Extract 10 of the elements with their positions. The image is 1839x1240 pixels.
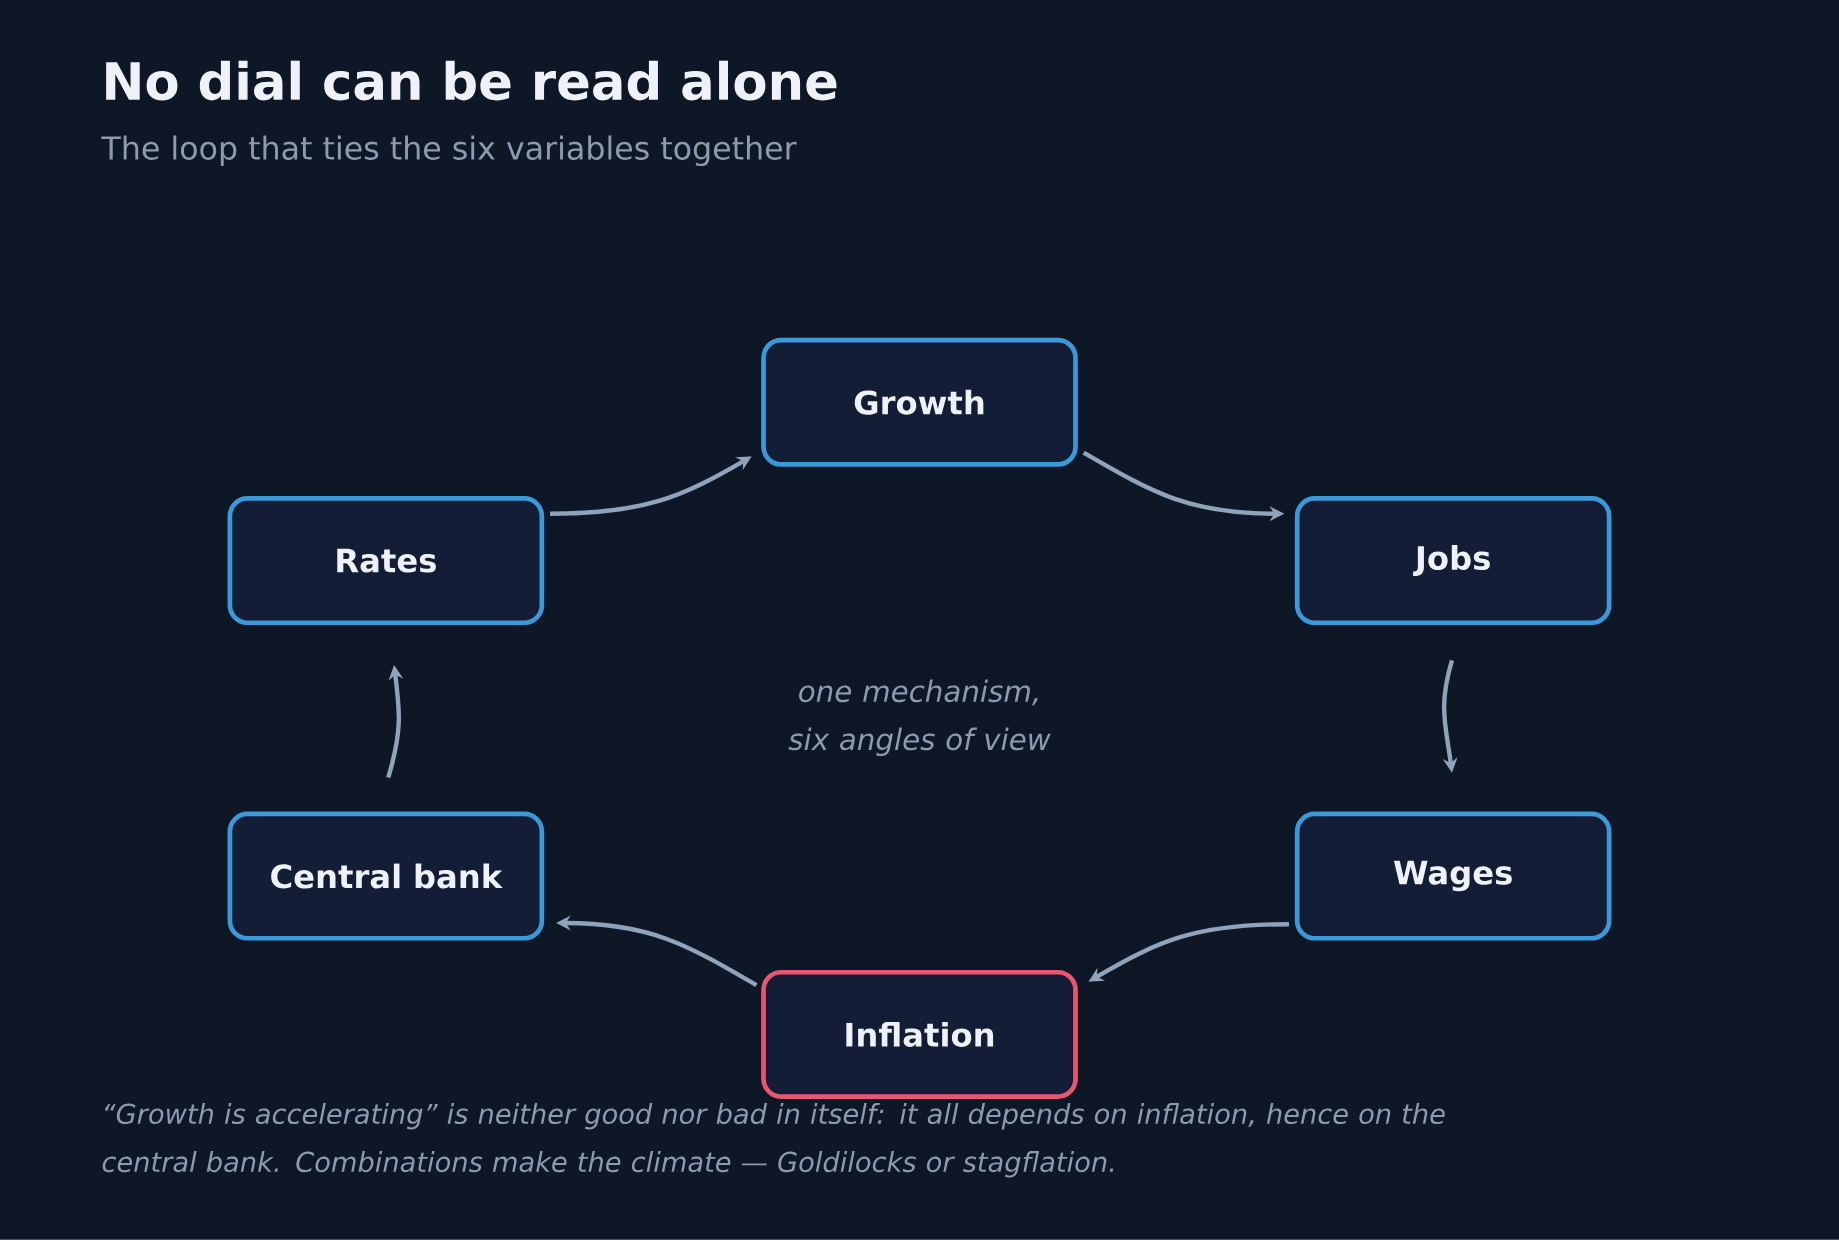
process-box: Inflation	[761, 970, 1078, 1100]
title: No dial can be read alone	[106, 60, 837, 101]
caption: “Growth is accelerating” is neither good nor bad in itself: it all depends on inflation, hence on the central bank. Combinations make the climate — Goldilocks or stagflation.	[102, 1103, 1445, 1178]
subtitle: The loop that ties the six variables together	[101, 135, 797, 167]
process-box: Rates	[227, 496, 545, 626]
process-box: Jobs	[1294, 496, 1612, 626]
center-note: one mechanism, six angles of view	[788, 679, 1051, 757]
process-box: Wages	[1294, 811, 1612, 941]
process-box: Growth	[761, 337, 1078, 467]
process-box: Central bank	[227, 811, 545, 941]
